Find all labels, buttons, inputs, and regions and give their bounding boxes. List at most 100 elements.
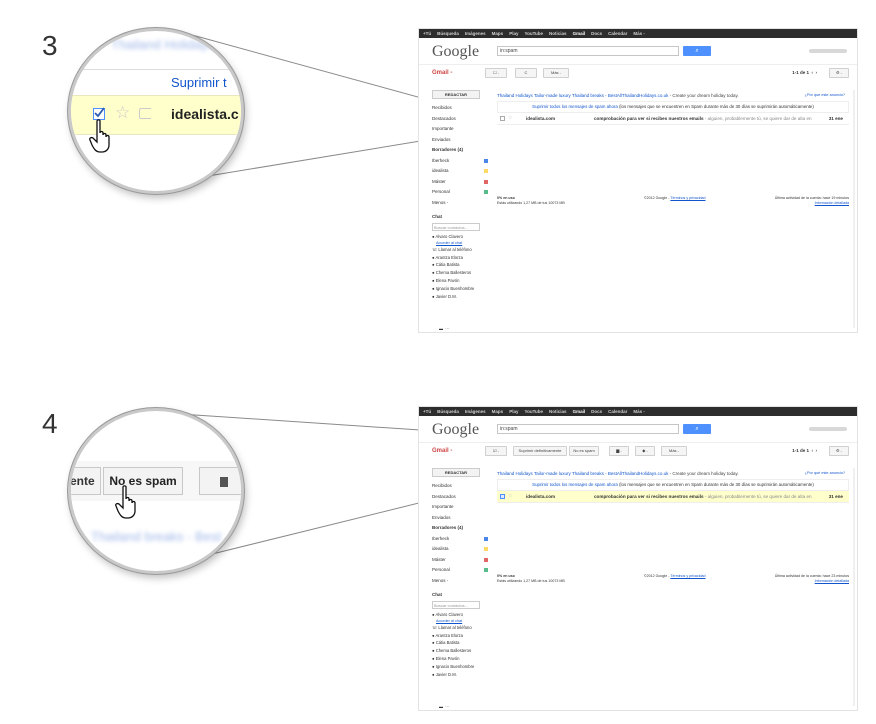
chat-contact[interactable]: ● Alvaro Clavero [432,234,463,239]
gmail-menu[interactable]: Gmail - [432,448,453,454]
chat-call-phone[interactable]: ☏ Llamar al teléfono [432,624,472,630]
sidebar-label-iberheck[interactable]: Iberheck [432,534,492,545]
gbar-item[interactable]: Maps [491,409,504,414]
compose-button[interactable]: REDACTAR [432,468,480,477]
why-ad-link[interactable]: ¿Por qué este anuncio? [804,93,845,97]
details-link[interactable]: Información detallada [814,579,849,583]
gbar-item[interactable]: Noticias [549,409,567,414]
sidebar-item-sent[interactable]: Enviados [432,514,451,520]
prev-button-zoom[interactable]: ente [71,467,101,495]
more-button[interactable]: Más - [661,446,687,456]
chat-contact[interactable]: ● Arantza Elorza [432,254,463,260]
select-checkbox-button[interactable]: ☐ - [485,68,507,78]
chat-search-input[interactable]: Buscar contactos... [432,601,480,609]
gbar-item[interactable]: Calendar [608,409,628,414]
account-email[interactable] [809,427,847,431]
sidebar-item-starred[interactable]: Destacados [432,493,456,499]
mail-checkbox[interactable] [500,116,505,121]
more-button[interactable]: Más - [543,68,569,78]
gbar-item[interactable]: Calendar [608,31,628,36]
sidebar-less[interactable]: Menos - [432,199,449,205]
sidebar-less[interactable]: Menos - [432,577,449,583]
chat-contact[interactable]: ● Ignacio Buenhombre [432,663,475,669]
sidebar-item-drafts[interactable]: Borradores (4) [432,147,464,152]
gbar-item[interactable]: Play [509,31,519,36]
delete-all-spam-link[interactable]: Suprimir todos los mensajes de spam ahor… [532,104,618,109]
gbar-item[interactable]: Play [509,409,519,414]
gbar-item[interactable]: Imágenes [464,31,486,36]
terms-link[interactable]: Términos y privacidad [670,196,706,200]
sidebar-label-idealista[interactable]: idealista [432,166,492,177]
gbar-item[interactable]: +Tú [423,31,432,36]
star-icon[interactable]: ☆ [115,103,131,122]
chat-status-bar[interactable]: ▬ ⋯ [439,704,450,709]
chat-contact[interactable]: ● Javier D.M. [432,671,457,677]
chat-contact[interactable]: ● Arantza Elorza [432,632,463,638]
delete-all-spam-link[interactable]: Suprimir todos los mensajes de spam ahor… [532,482,618,487]
gbar-item[interactable]: Maps [491,31,504,36]
move-to-folder-button[interactable]: ▆ - [609,446,629,456]
chat-status-bar[interactable]: ▬ ⋯ [439,326,450,331]
gbar-item[interactable]: YouTube [524,409,544,414]
search-button[interactable]: ⌕ [683,424,711,434]
suprimir-link-zoom[interactable]: Suprimir t [171,75,227,90]
gbar-item[interactable]: Noticias [549,31,567,36]
chat-signin-link[interactable]: Acceder al chat [436,240,463,245]
not-spam-button-zoom[interactable]: No es spam [103,467,183,495]
star-icon[interactable]: ☆ [508,115,513,121]
search-input[interactable]: in:spam [497,424,679,434]
google-logo[interactable]: Google [432,421,480,438]
sidebar-label-personal[interactable]: Personal [432,565,492,576]
sidebar-item-drafts[interactable]: Borradores (4) [432,525,464,530]
delete-forever-button[interactable]: Suprimir definitivamente [513,446,567,456]
gmail-menu[interactable]: Gmail - [432,70,453,76]
folder-button-zoom[interactable] [199,467,241,495]
settings-button[interactable]: ⚙ - [829,68,849,78]
search-button[interactable]: ⌕ [683,46,711,56]
google-logo[interactable]: Google [432,43,480,60]
why-ad-link[interactable]: ¿Por qué este anuncio? [804,471,845,475]
sidebar-item-inbox[interactable]: Recibidos [432,483,452,488]
chat-search-input[interactable]: Buscar contactos... [432,223,480,231]
gbar-item[interactable]: Búsqueda [437,409,459,414]
sidebar-label-master[interactable]: Máster [432,555,492,566]
chat-call-phone[interactable]: ☏ Llamar al teléfono [432,246,472,252]
chat-contact[interactable]: ● Chema Ballesteros [432,270,472,276]
star-icon[interactable]: ☆ [508,493,513,499]
refresh-button[interactable]: C [515,68,537,78]
sidebar-label-iberheck[interactable]: Iberheck [432,156,492,167]
not-spam-button[interactable]: No es spam [569,446,599,456]
label-button[interactable]: ◆ - [635,446,655,456]
chat-contact[interactable]: ● Elena Pavón [432,655,460,661]
sidebar-item-important[interactable]: Importante [432,126,454,131]
gbar-item[interactable]: Búsqueda [437,31,459,36]
account-email[interactable] [809,49,847,53]
chat-contact[interactable]: ● Cátia Batista [432,640,460,646]
details-link[interactable]: Información detallada [814,201,849,205]
sidebar-label-master[interactable]: Máster [432,177,492,188]
gbar-item[interactable]: Más - [633,31,645,36]
sidebar-label-personal[interactable]: Personal [432,187,492,198]
sidebar-item-important[interactable]: Importante [432,504,454,509]
gbar-item-gmail[interactable]: Gmail [572,409,586,414]
sidebar-item-sent[interactable]: Enviados [432,136,451,142]
ad-link[interactable]: Thailand Holidays Tailor-made luxury Tha… [497,471,669,476]
chat-contact[interactable]: ● Chema Ballesteros [432,648,472,654]
sidebar-label-idealista[interactable]: idealista [432,544,492,555]
chat-contact[interactable]: ● Elena Pavón [432,277,460,283]
ad-link[interactable]: Thailand Holidays Tailor-made luxury Tha… [497,93,669,98]
select-checkbox-button[interactable]: ☑ - [485,446,507,456]
mail-row-selected[interactable]: ☆ idealista.com comprobación para ver si… [497,491,849,503]
chat-contact[interactable]: ● Cátia Batista [432,262,460,268]
terms-link[interactable]: Términos y privacidad [670,574,706,578]
scrollbar[interactable] [853,468,855,706]
gbar-item[interactable]: Imágenes [464,409,486,414]
chat-contact[interactable]: ● Ignacio Buenhombre [432,285,475,291]
sidebar-item-starred[interactable]: Destacados [432,115,456,121]
gbar-item[interactable]: YouTube [524,31,544,36]
mail-checkbox-checked[interactable] [500,494,505,499]
gbar-item[interactable]: Docs [591,409,603,414]
gbar-item[interactable]: Más - [633,409,645,414]
scrollbar[interactable] [853,90,855,328]
chat-contact[interactable]: ● Javier D.M. [432,293,457,299]
